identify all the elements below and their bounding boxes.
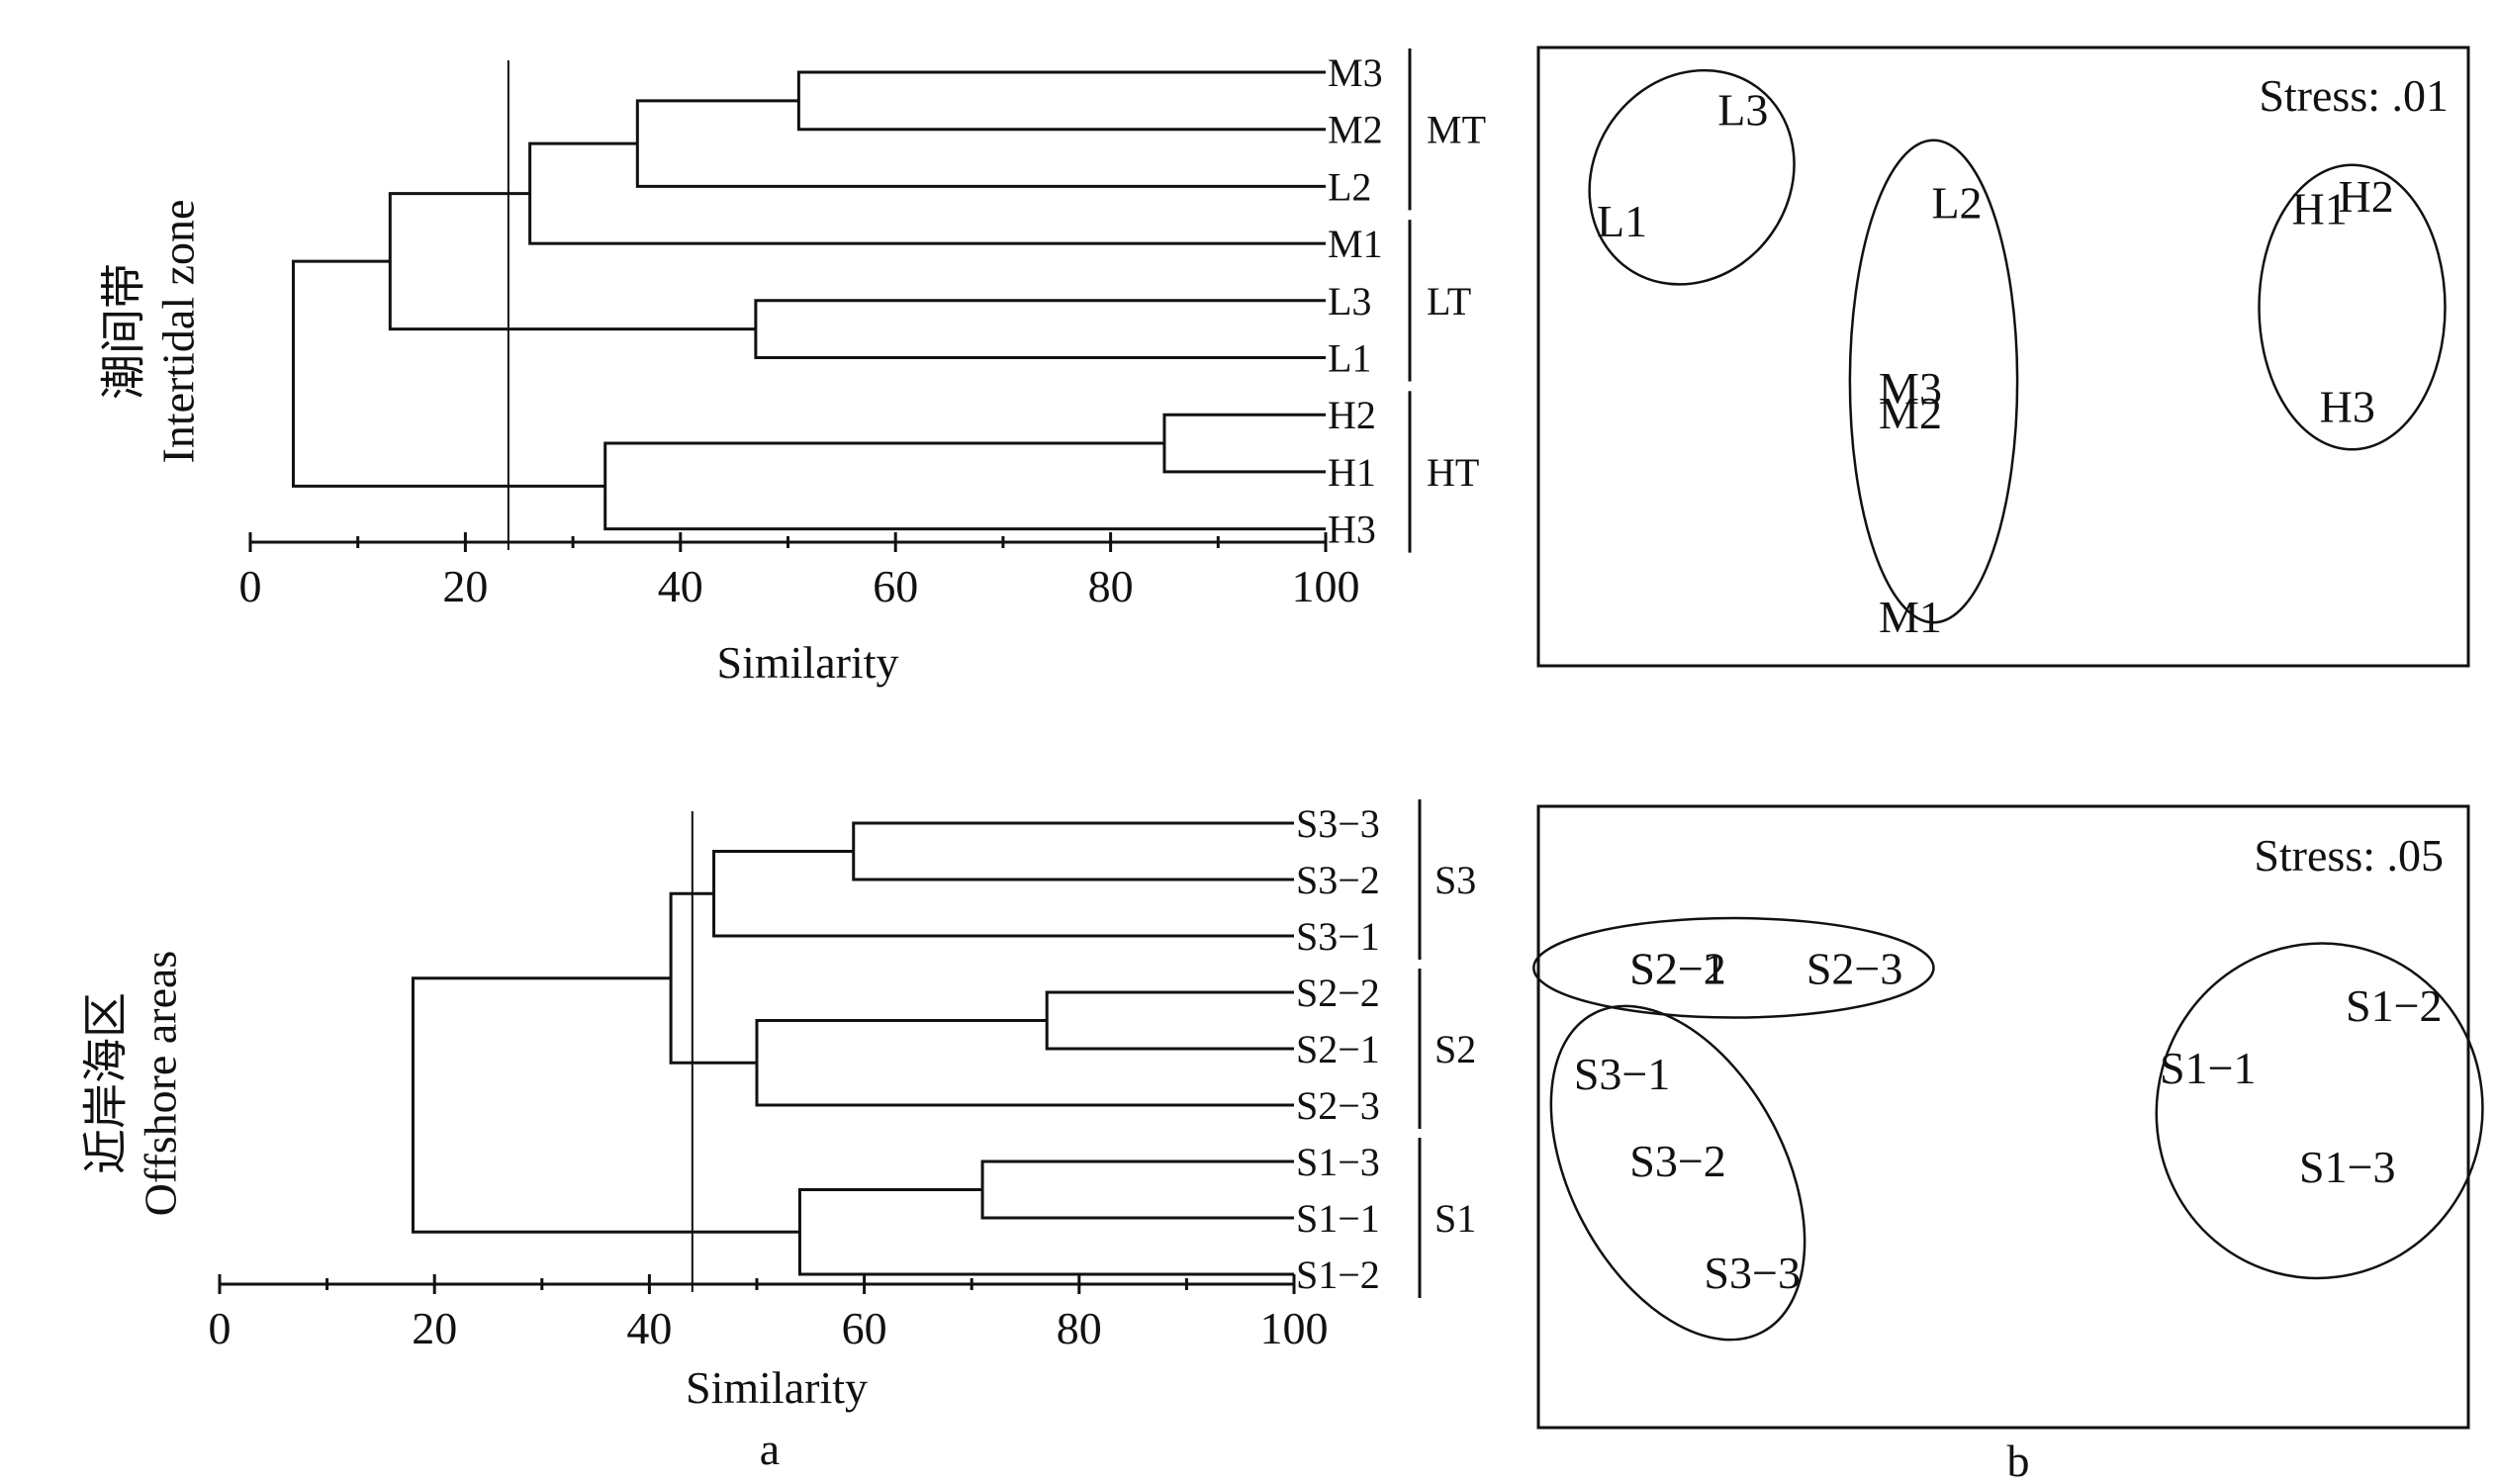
point-label-s1-1: S1−1 [2160, 1043, 2257, 1093]
dendrogram-link-p2 [712, 850, 1294, 938]
point-label-s3-2: S3−2 [1629, 1136, 1726, 1186]
x-tick-label-0: 0 [209, 1303, 231, 1353]
y-axis-label-line: Offshore areas [136, 951, 186, 1217]
stress-label: Stress: .05 [2254, 830, 2444, 881]
leaf-label-s3-1: S3−1 [1296, 914, 1380, 959]
leaf-label-s1-1: S1−1 [1296, 1196, 1380, 1241]
cluster-ellipse-h [2258, 163, 2447, 451]
x-axis-label: Similarity [717, 637, 899, 688]
x-tick-label-0: 0 [239, 561, 262, 611]
point-label-s1-2: S1−2 [2346, 980, 2443, 1031]
x-tick-label-60: 60 [873, 561, 918, 611]
dendrogram-link-n2 [635, 99, 1326, 188]
point-label-s2-1: S2−1 [1629, 943, 1726, 993]
dendrogram-link-n1 [796, 70, 1326, 132]
plot-frame [1536, 46, 2470, 668]
leaf-label-m1: M1 [1328, 222, 1383, 266]
cluster-ellipse-m [1848, 139, 2019, 624]
cluster-ellipse-l [1588, 68, 1796, 286]
group-label-s1: S1 [1434, 1196, 1476, 1241]
plot-frame [1536, 804, 2470, 1430]
x-tick-label-40: 40 [658, 561, 703, 611]
x-tick-label-40: 40 [626, 1303, 672, 1353]
point-label-l2: L2 [1931, 177, 1982, 228]
point-label-m1: M1 [1879, 592, 1942, 642]
dendrogram-link-p7 [797, 1188, 1294, 1276]
point-label-s3-3: S3−3 [1704, 1248, 1801, 1298]
dendrogram-link-p3 [1045, 990, 1294, 1051]
leaf-label-l3: L3 [1328, 279, 1371, 324]
group-label-lt: LT [1427, 279, 1471, 324]
leaf-label-s3-3: S3−3 [1296, 801, 1380, 846]
y-axis-label-line: 潮间带 [98, 263, 148, 400]
point-label-l3: L3 [1717, 85, 1768, 136]
leaf-label-l1: L1 [1328, 336, 1371, 381]
point-label-s2-3: S2−3 [1806, 943, 1903, 993]
group-label-mt: MT [1427, 108, 1486, 152]
x-tick-label-80: 80 [1088, 561, 1134, 611]
point-label-l1: L1 [1597, 196, 1647, 246]
dendrogram-link-n7 [603, 441, 1326, 531]
point-label-m3: M3 [1879, 363, 1942, 414]
dendrogram-link-n6 [1162, 413, 1326, 474]
y-axis-label: 近岸海区Offshore areas [80, 951, 185, 1217]
cluster-ellipse-s2 [1532, 916, 1935, 1019]
point-label-s2-2: S2−2 [1629, 943, 1726, 993]
leaf-label-s1-2: S1−2 [1296, 1252, 1380, 1297]
group-label-s3: S3 [1434, 858, 1476, 902]
x-tick-label-100: 100 [1292, 561, 1360, 611]
panel-label-b: b [2007, 1436, 2030, 1484]
dendrogram-link-p1 [852, 821, 1294, 881]
leaf-label-l2: L2 [1328, 164, 1371, 209]
y-axis-label-line: Intertidal zone [153, 200, 204, 464]
dendrogram-link-p4 [755, 1019, 1294, 1107]
dendrogram-link-n3 [528, 141, 1326, 245]
leaf-label-s1-3: S1−3 [1296, 1140, 1380, 1184]
stress-label: Stress: .01 [2259, 70, 2449, 121]
leaf-label-s2-2: S2−2 [1296, 971, 1380, 1015]
cluster-ellipse-s3 [1549, 1004, 1806, 1342]
point-label-h2: H2 [2338, 171, 2393, 222]
dendrogram-link-n8 [291, 259, 605, 488]
point-label-h1: H1 [2291, 184, 2347, 234]
leaf-label-h2: H2 [1328, 393, 1376, 437]
leaf-label-m3: M3 [1328, 50, 1383, 95]
dendrogram-link-p8 [411, 976, 800, 1234]
dendrogram-link-n4 [754, 299, 1326, 359]
x-tick-label-100: 100 [1260, 1303, 1329, 1353]
y-axis-label-line: 近岸海区 [80, 992, 131, 1174]
dendrogram-link-p6 [980, 1159, 1294, 1220]
x-tick-label-80: 80 [1057, 1303, 1102, 1353]
dendrogram-link-n5 [388, 192, 756, 331]
leaf-label-m2: M2 [1328, 108, 1383, 152]
point-label-h3: H3 [2320, 382, 2375, 432]
point-label-s3-1: S3−1 [1574, 1049, 1671, 1099]
mds-plot-mds_offshore: S2−1S2−2 S2−3S3−1S3−2S3−3 S1−2S1−1S1−3 Stre… [1532, 804, 2484, 1430]
point-label-s1-3: S1−3 [2299, 1142, 2396, 1192]
leaf-label-s2-3: S2−3 [1296, 1083, 1380, 1128]
x-axis-label: Similarity [686, 1362, 868, 1413]
x-tick-label-60: 60 [842, 1303, 887, 1353]
leaf-label-s2-1: S2−1 [1296, 1027, 1380, 1071]
leaf-label-h1: H1 [1328, 450, 1376, 495]
dendrogram-dendro_offshore: S3−3S3−2S3−1S2−2S2−1S2−3S1−3S1−1S1−2 0 20 4… [80, 799, 1476, 1413]
point-label-m2: M2 [1879, 388, 1942, 438]
panel-label-a: a [760, 1424, 780, 1474]
y-axis-label: 潮间带Intertidal zone [98, 200, 203, 464]
group-label-s2: S2 [1434, 1027, 1476, 1071]
x-tick-label-20: 20 [442, 561, 488, 611]
cluster-ellipse-s1 [2155, 942, 2484, 1280]
group-label-ht: HT [1427, 450, 1479, 495]
x-tick-label-20: 20 [412, 1303, 457, 1353]
leaf-label-h3: H3 [1328, 508, 1376, 552]
leaf-label-s3-2: S3−2 [1296, 858, 1380, 902]
